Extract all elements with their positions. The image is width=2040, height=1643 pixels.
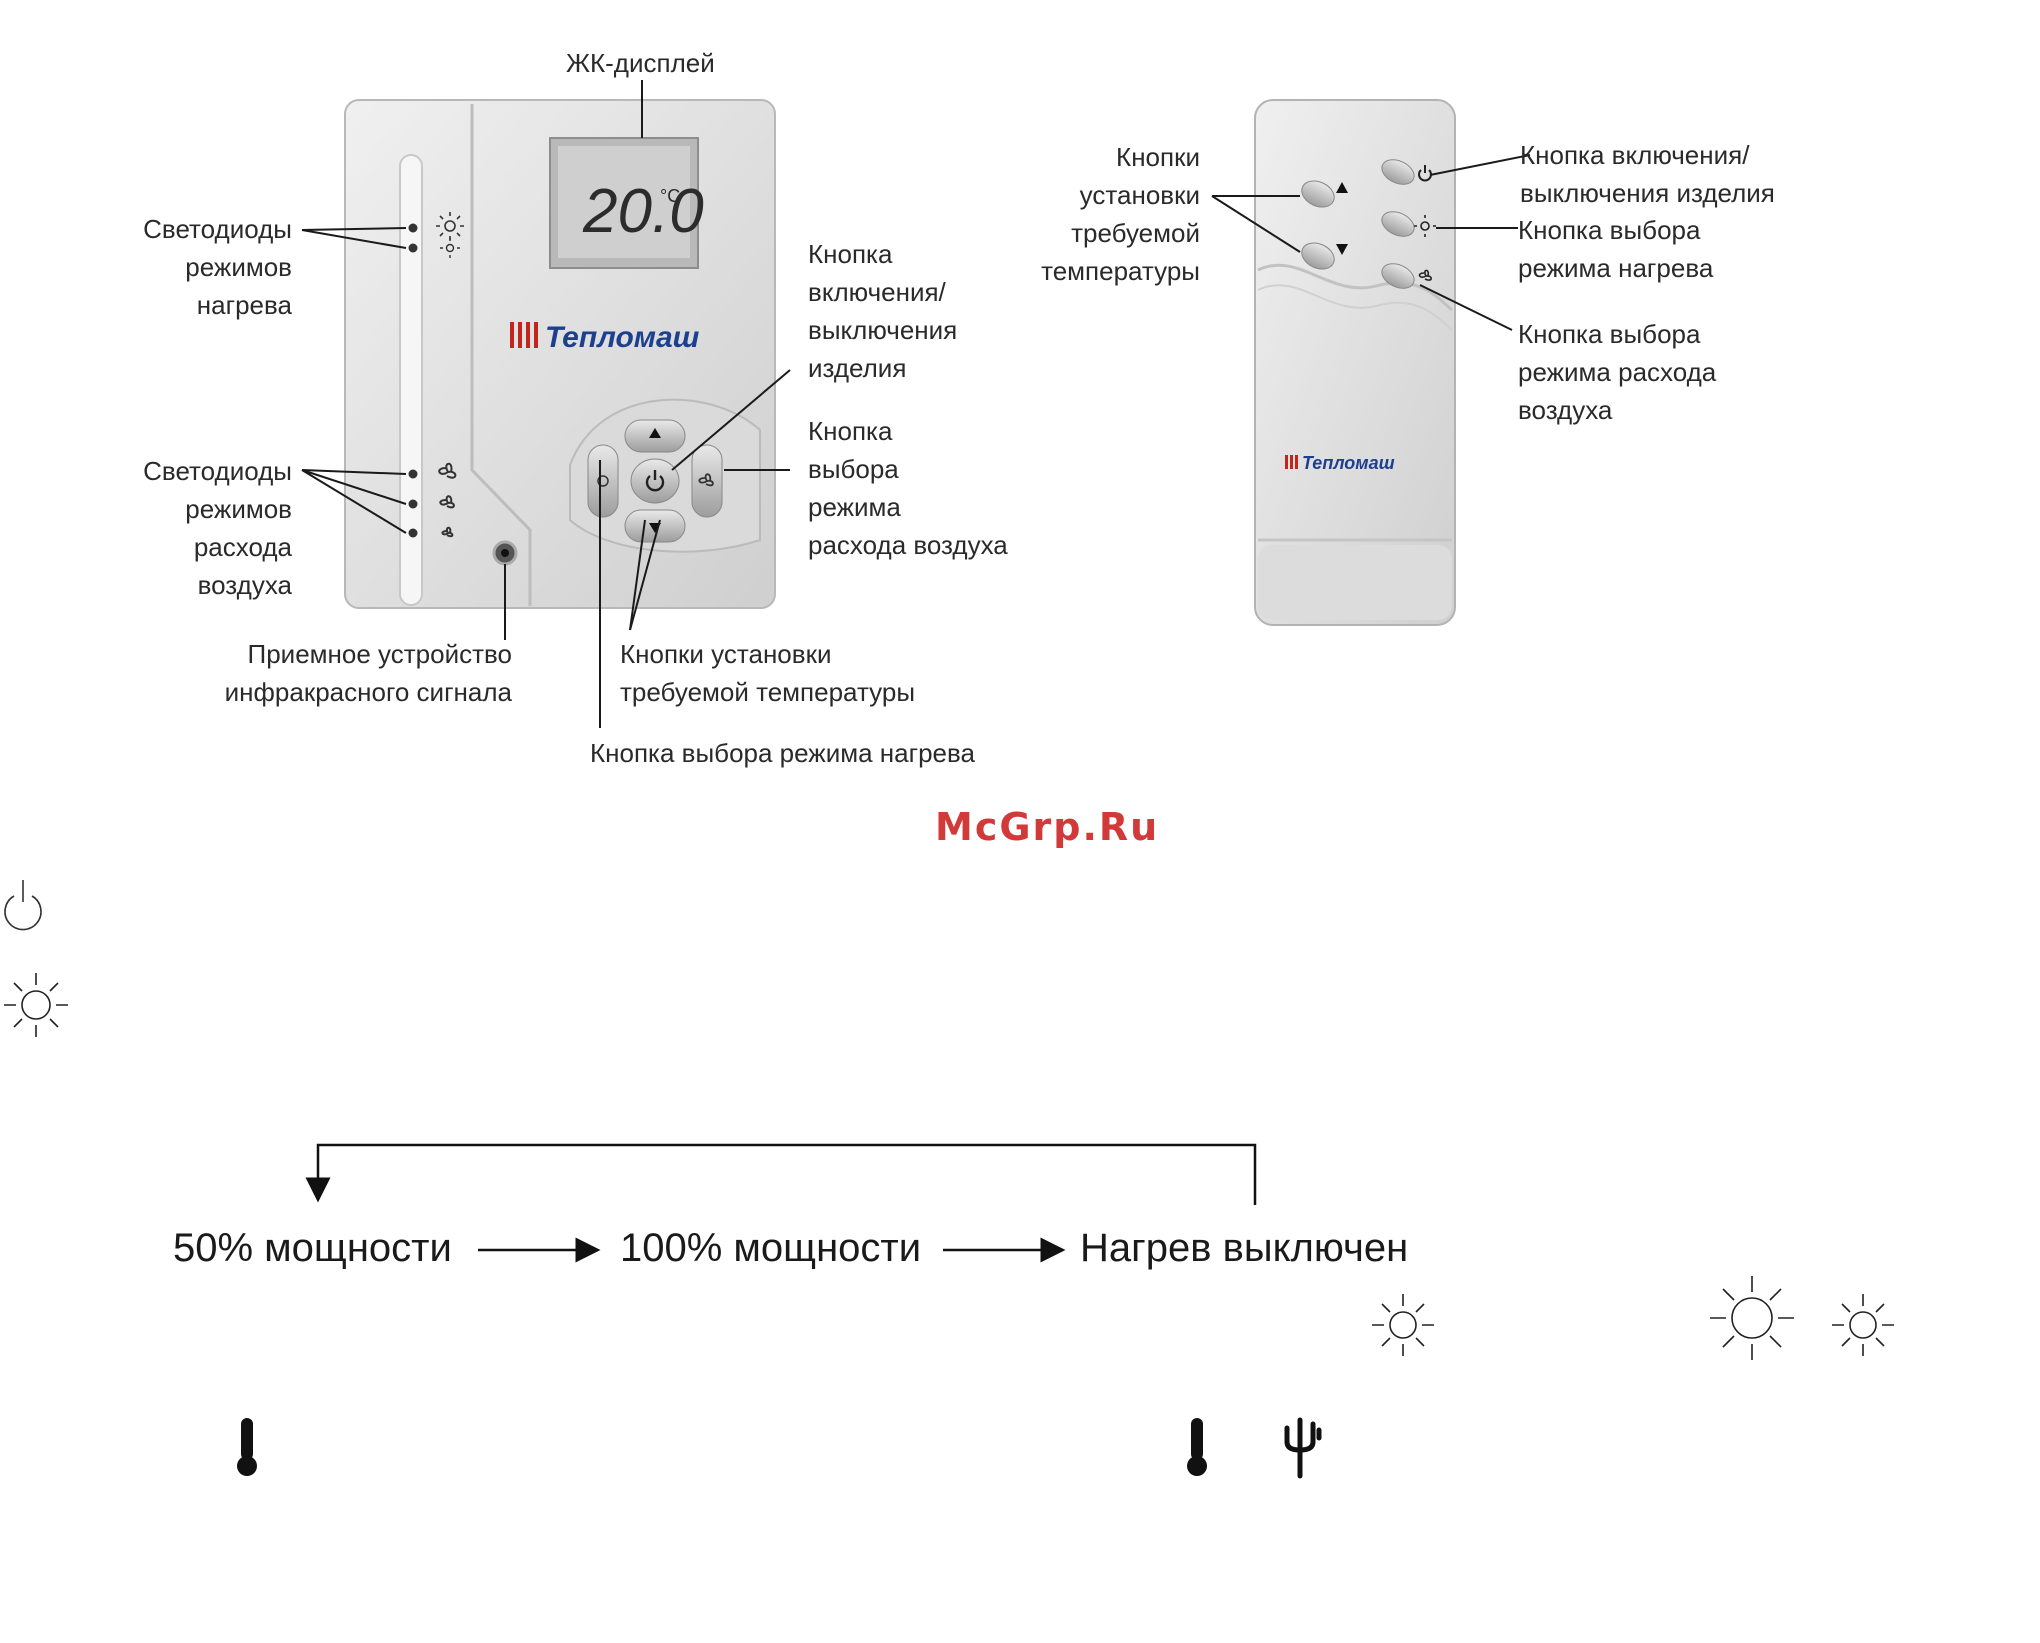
cycle-step-50: 50% мощности — [173, 1226, 452, 1270]
svg-text:Тепломаш: Тепломаш — [545, 321, 700, 354]
lcd-label: ЖК-дисплей — [566, 48, 715, 78]
thermostat-logo: Тепломаш — [510, 321, 700, 354]
fan-icon — [698, 473, 714, 487]
thermometer-icon — [1187, 1418, 1207, 1476]
remote-temp-down-button[interactable] — [1298, 238, 1339, 274]
sun-icon — [4, 973, 68, 1037]
remote-fan-button[interactable] — [1378, 259, 1418, 293]
sun-icon — [440, 238, 460, 258]
remote-temp-up-button[interactable] — [1298, 176, 1339, 212]
fan-icon — [438, 462, 457, 538]
power-icon — [1418, 165, 1432, 182]
sun-icon — [1372, 1294, 1434, 1356]
sun-icon — [597, 475, 609, 487]
heat-led-1 — [408, 223, 418, 233]
arrow-up-icon — [1336, 182, 1348, 193]
heating-cycle-arrows — [305, 1143, 1257, 1263]
power-icon — [645, 470, 665, 492]
heat-led-2 — [408, 243, 418, 253]
fan-led-1 — [408, 469, 418, 479]
svg-text:Тепломаш: Тепломаш — [1302, 453, 1395, 473]
sun-icon — [1832, 1294, 1894, 1356]
cycle-step-100: 100% мощности — [620, 1226, 922, 1270]
cycle-step-off: Нагрев выключен — [1080, 1226, 1409, 1270]
power-icon — [4, 880, 42, 931]
lcd-value: 20.0 — [582, 177, 704, 246]
fan-led-2 — [408, 499, 418, 509]
power-button[interactable] — [630, 458, 680, 504]
remote-control: Тепломаш — [1254, 99, 1456, 626]
sun-icon — [1414, 215, 1436, 237]
cactus-icon — [1284, 1417, 1322, 1479]
thermostat-leader-lines — [301, 80, 791, 728]
remote-logo: Тепломаш — [1285, 453, 1395, 473]
heat-mode-button[interactable] — [587, 444, 619, 518]
heat-button-label: Кнопка выбора режима нагрева — [590, 738, 975, 768]
fan-icon — [1418, 269, 1432, 281]
sun-icon — [1710, 1276, 1794, 1360]
watermark: McGrp.Ru — [935, 805, 1160, 849]
remote-leader-lines — [1211, 154, 1531, 331]
remote-heat-button[interactable] — [1378, 207, 1418, 241]
remote-power-button[interactable] — [1378, 155, 1418, 189]
thermostat-panel: 20.0 °C Тепломаш — [344, 99, 776, 609]
lcd-unit: °C — [660, 186, 680, 206]
thermometer-icon — [237, 1418, 257, 1476]
remote-power-label: Кнопка включения/выключения изделия — [1520, 140, 1775, 208]
arrow-up-icon — [649, 428, 661, 438]
arrow-down-icon — [1336, 244, 1348, 255]
fan-led-3 — [408, 528, 418, 538]
